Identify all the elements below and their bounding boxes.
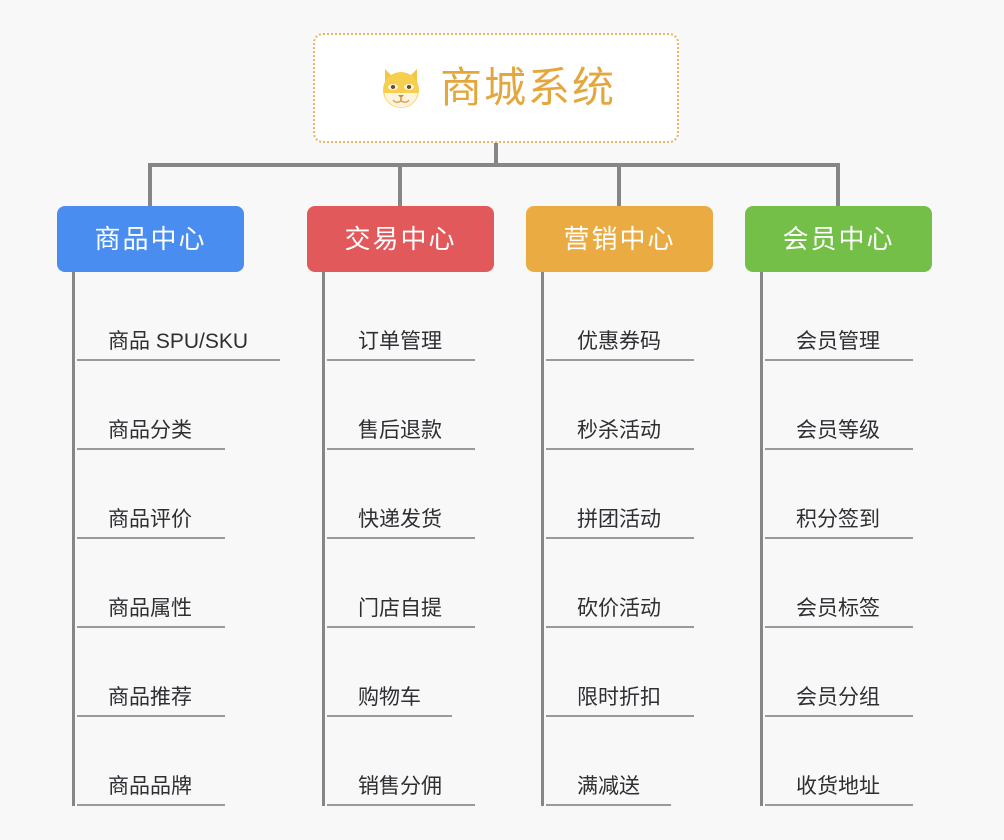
leaf-label: 砍价活动 <box>577 597 661 620</box>
root-title: 商城系统 <box>439 64 616 111</box>
leaf-item[interactable]: 销售分佣 <box>327 717 494 806</box>
leaf-item[interactable]: 会员标签 <box>765 539 932 628</box>
leaf-underline <box>327 626 475 628</box>
leaf-item[interactable]: 会员等级 <box>765 361 932 450</box>
leaf-underline <box>77 537 225 539</box>
leaf-label: 拼团活动 <box>577 508 661 531</box>
leaf-label: 商品推荐 <box>108 686 192 709</box>
leaf-underline <box>327 715 452 717</box>
connector-drop-member-center <box>836 163 840 206</box>
leaf-item[interactable]: 会员管理 <box>765 272 932 361</box>
branch-header-marketing-center[interactable]: 营销中心 <box>526 206 713 272</box>
leaf-underline <box>546 359 694 361</box>
leaf-item[interactable]: 售后退款 <box>327 361 494 450</box>
leaf-item[interactable]: 优惠券码 <box>546 272 713 361</box>
leaf-underline <box>77 715 225 717</box>
branch-header-label: 会员中心 <box>782 224 895 254</box>
root-node[interactable]: 商城系统 <box>313 33 679 143</box>
leaf-underline <box>77 626 225 628</box>
leaf-item[interactable]: 满减送 <box>546 717 713 806</box>
leaf-label: 购物车 <box>358 686 421 709</box>
shiba-dog-face-icon <box>376 63 426 113</box>
branch-header-label: 营销中心 <box>563 224 676 254</box>
leaf-underline <box>765 626 913 628</box>
branch-header-trade-center[interactable]: 交易中心 <box>307 206 494 272</box>
leaf-item[interactable]: 商品 SPU/SKU <box>77 272 280 361</box>
leaf-label: 售后退款 <box>358 419 442 442</box>
leaf-item[interactable]: 收货地址 <box>765 717 932 806</box>
leaf-underline <box>546 626 694 628</box>
leaf-label: 商品评价 <box>108 508 192 531</box>
leaf-item[interactable]: 门店自提 <box>327 539 494 628</box>
leaf-underline <box>546 804 671 806</box>
leaf-list-marketing-center: 优惠券码 秒杀活动 拼团活动 砍价活动 限时折扣 满减送 <box>541 272 713 806</box>
leaf-list-product-center: 商品 SPU/SKU 商品分类 商品评价 商品属性 商品推荐 商品品牌 <box>72 272 280 806</box>
leaf-label: 快递发货 <box>358 508 442 531</box>
leaf-label: 门店自提 <box>358 597 442 620</box>
leaf-underline <box>765 715 913 717</box>
leaf-underline <box>327 359 475 361</box>
leaf-underline <box>765 359 913 361</box>
connector-drop-product-center <box>148 163 152 206</box>
branch-member-center: 会员中心 会员管理 会员等级 积分签到 会员标签 会员分组 <box>745 206 932 806</box>
leaf-item[interactable]: 商品品牌 <box>77 717 244 806</box>
leaf-underline <box>765 448 913 450</box>
leaf-label: 积分签到 <box>796 508 880 531</box>
leaf-label: 收货地址 <box>796 775 880 798</box>
leaf-underline <box>546 537 694 539</box>
branch-header-product-center[interactable]: 商品中心 <box>57 206 244 272</box>
leaf-label: 订单管理 <box>358 330 442 353</box>
leaf-underline <box>327 448 475 450</box>
leaf-underline <box>765 804 913 806</box>
leaf-label: 会员等级 <box>796 419 880 442</box>
leaf-label: 商品属性 <box>108 597 192 620</box>
leaf-list-trade-center: 订单管理 售后退款 快递发货 门店自提 购物车 销售分佣 <box>322 272 494 806</box>
leaf-label: 商品品牌 <box>108 775 192 798</box>
connector-horizontal-bar <box>150 163 838 167</box>
leaf-item[interactable]: 砍价活动 <box>546 539 713 628</box>
leaf-underline <box>327 537 475 539</box>
branch-header-member-center[interactable]: 会员中心 <box>745 206 932 272</box>
leaf-item[interactable]: 购物车 <box>327 628 494 717</box>
leaf-underline <box>327 804 475 806</box>
leaf-item[interactable]: 会员分组 <box>765 628 932 717</box>
leaf-item[interactable]: 订单管理 <box>327 272 494 361</box>
leaf-item[interactable]: 商品分类 <box>77 361 244 450</box>
leaf-label: 会员标签 <box>796 597 880 620</box>
leaf-underline <box>546 715 694 717</box>
leaf-item[interactable]: 秒杀活动 <box>546 361 713 450</box>
leaf-underline <box>77 804 225 806</box>
leaf-label: 满减送 <box>577 775 640 798</box>
leaf-item[interactable]: 拼团活动 <box>546 450 713 539</box>
leaf-item[interactable]: 商品属性 <box>77 539 244 628</box>
connector-root-stem <box>494 143 498 165</box>
leaf-label: 秒杀活动 <box>577 419 661 442</box>
branch-header-label: 商品中心 <box>94 224 207 254</box>
connector-drop-trade-center <box>398 163 402 206</box>
leaf-label: 销售分佣 <box>358 775 442 798</box>
leaf-item[interactable]: 商品推荐 <box>77 628 244 717</box>
connector-drop-marketing-center <box>617 163 621 206</box>
leaf-list-member-center: 会员管理 会员等级 积分签到 会员标签 会员分组 收货地址 <box>760 272 932 806</box>
branch-header-label: 交易中心 <box>344 224 457 254</box>
branch-product-center: 商品中心 商品 SPU/SKU 商品分类 商品评价 商品属性 商品推荐 <box>57 206 280 806</box>
leaf-label: 优惠券码 <box>577 330 661 353</box>
leaf-underline <box>765 537 913 539</box>
leaf-item[interactable]: 快递发货 <box>327 450 494 539</box>
leaf-item[interactable]: 积分签到 <box>765 450 932 539</box>
branch-trade-center: 交易中心 订单管理 售后退款 快递发货 门店自提 购物车 <box>307 206 494 806</box>
leaf-underline <box>77 359 280 361</box>
leaf-label: 商品 SPU/SKU <box>108 330 249 353</box>
branch-marketing-center: 营销中心 优惠券码 秒杀活动 拼团活动 砍价活动 限时折扣 <box>526 206 713 806</box>
leaf-underline <box>77 448 225 450</box>
leaf-underline <box>546 448 694 450</box>
leaf-item[interactable]: 商品评价 <box>77 450 244 539</box>
leaf-label: 会员管理 <box>796 330 880 353</box>
leaf-item[interactable]: 限时折扣 <box>546 628 713 717</box>
leaf-label: 会员分组 <box>796 686 880 709</box>
leaf-label: 限时折扣 <box>577 686 661 709</box>
leaf-label: 商品分类 <box>108 419 192 442</box>
